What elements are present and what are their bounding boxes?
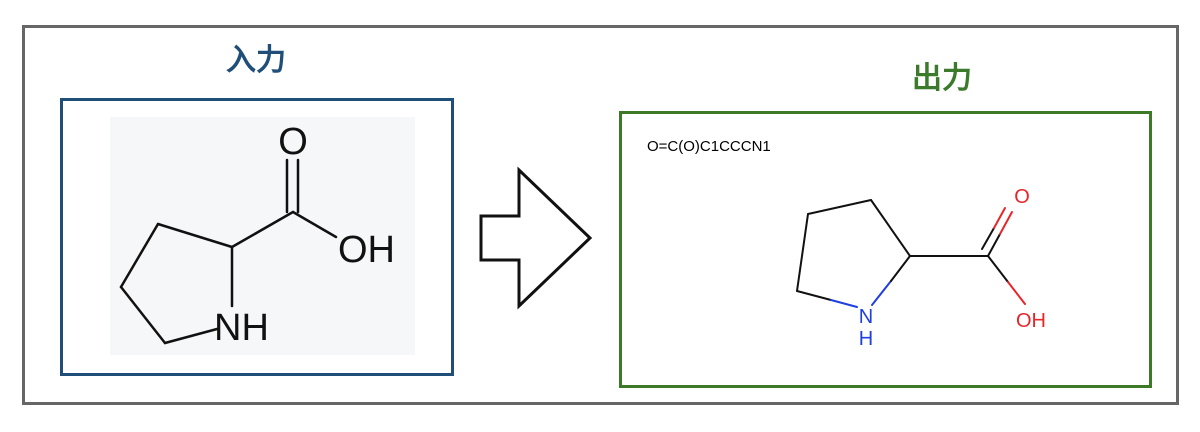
- input-bond: [163, 327, 219, 345]
- output-atom-n: N: [859, 306, 873, 328]
- output-bond-nc: [796, 290, 832, 301]
- output-bond: [796, 213, 809, 292]
- output-heading: 出力: [912, 61, 972, 96]
- input-bond: [119, 285, 167, 345]
- output-bond-nc: [830, 299, 858, 308]
- output-atom-h: H: [859, 328, 873, 350]
- output-bond: [807, 199, 872, 215]
- input-atom-nh: NH: [214, 307, 269, 349]
- input-bond: [230, 210, 295, 249]
- input-atom-oh: OH: [338, 229, 395, 271]
- input-heading: 入力: [226, 43, 286, 78]
- output-atom-o: O: [1014, 186, 1030, 208]
- output-bond-nc: [871, 280, 892, 306]
- input-molecule: [119, 158, 338, 345]
- output-double-bond: [981, 227, 995, 250]
- output-bond-oh: [987, 255, 1009, 283]
- output-bond-nc: [890, 255, 911, 282]
- output-box: [619, 111, 1152, 388]
- output-smiles-text: O=C(O)C1CCCN1: [647, 138, 771, 155]
- output-molecule: [796, 199, 1026, 308]
- input-bond: [119, 222, 160, 289]
- output-atom-oh: OH: [1016, 310, 1046, 332]
- output-double-bond: [999, 211, 1013, 235]
- input-atom-o: O: [278, 121, 308, 163]
- output-double-bond: [993, 207, 1006, 229]
- output-bond-oh: [1007, 281, 1026, 305]
- output-double-bond: [987, 233, 1001, 257]
- input-structure-panel: [110, 117, 415, 355]
- right-arrow-icon: [479, 166, 593, 310]
- input-bond: [156, 222, 234, 249]
- output-bond: [870, 199, 911, 257]
- input-bond: [291, 210, 338, 239]
